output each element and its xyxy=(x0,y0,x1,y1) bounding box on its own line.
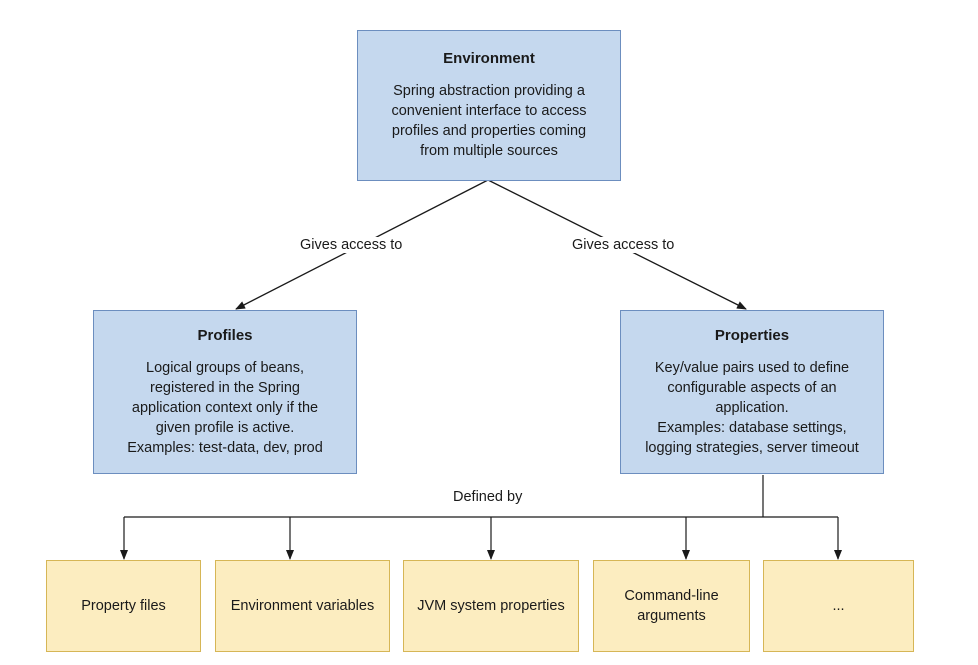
profiles-title: Profiles xyxy=(197,326,253,344)
source-label: Command-line arguments xyxy=(624,588,719,624)
profiles-node: Profiles Logical groups of beans, regist… xyxy=(93,310,357,474)
source-jvm-system-properties: JVM system properties xyxy=(403,560,579,652)
source-label: Property files xyxy=(81,598,166,614)
source-environment-variables: Environment variables xyxy=(215,560,390,652)
properties-title: Properties xyxy=(714,326,790,344)
profiles-description: Logical groups of beans, registered in t… xyxy=(127,359,323,456)
edge-label-defined-by: Defined by xyxy=(453,489,523,505)
source-command-line-arguments: Command-line arguments xyxy=(593,560,750,652)
source-label: Environment variables xyxy=(230,598,375,614)
source-label: ... xyxy=(832,598,845,614)
properties-description: Key/value pairs used to define configura… xyxy=(645,359,859,456)
environment-description: Spring abstraction providing a convenien… xyxy=(391,83,587,159)
edge-label-env-to-properties: Gives access to xyxy=(572,237,675,253)
edge-label-env-to-profiles: Gives access to xyxy=(300,237,403,253)
properties-node: Properties Key/value pairs used to defin… xyxy=(620,310,884,474)
environment-title: Environment xyxy=(443,50,535,67)
source-label: JVM system properties xyxy=(417,598,565,614)
source-property-files: Property files xyxy=(46,560,201,652)
source-ellipsis: ... xyxy=(763,560,914,652)
environment-node: Environment Spring abstraction providing… xyxy=(357,30,621,181)
